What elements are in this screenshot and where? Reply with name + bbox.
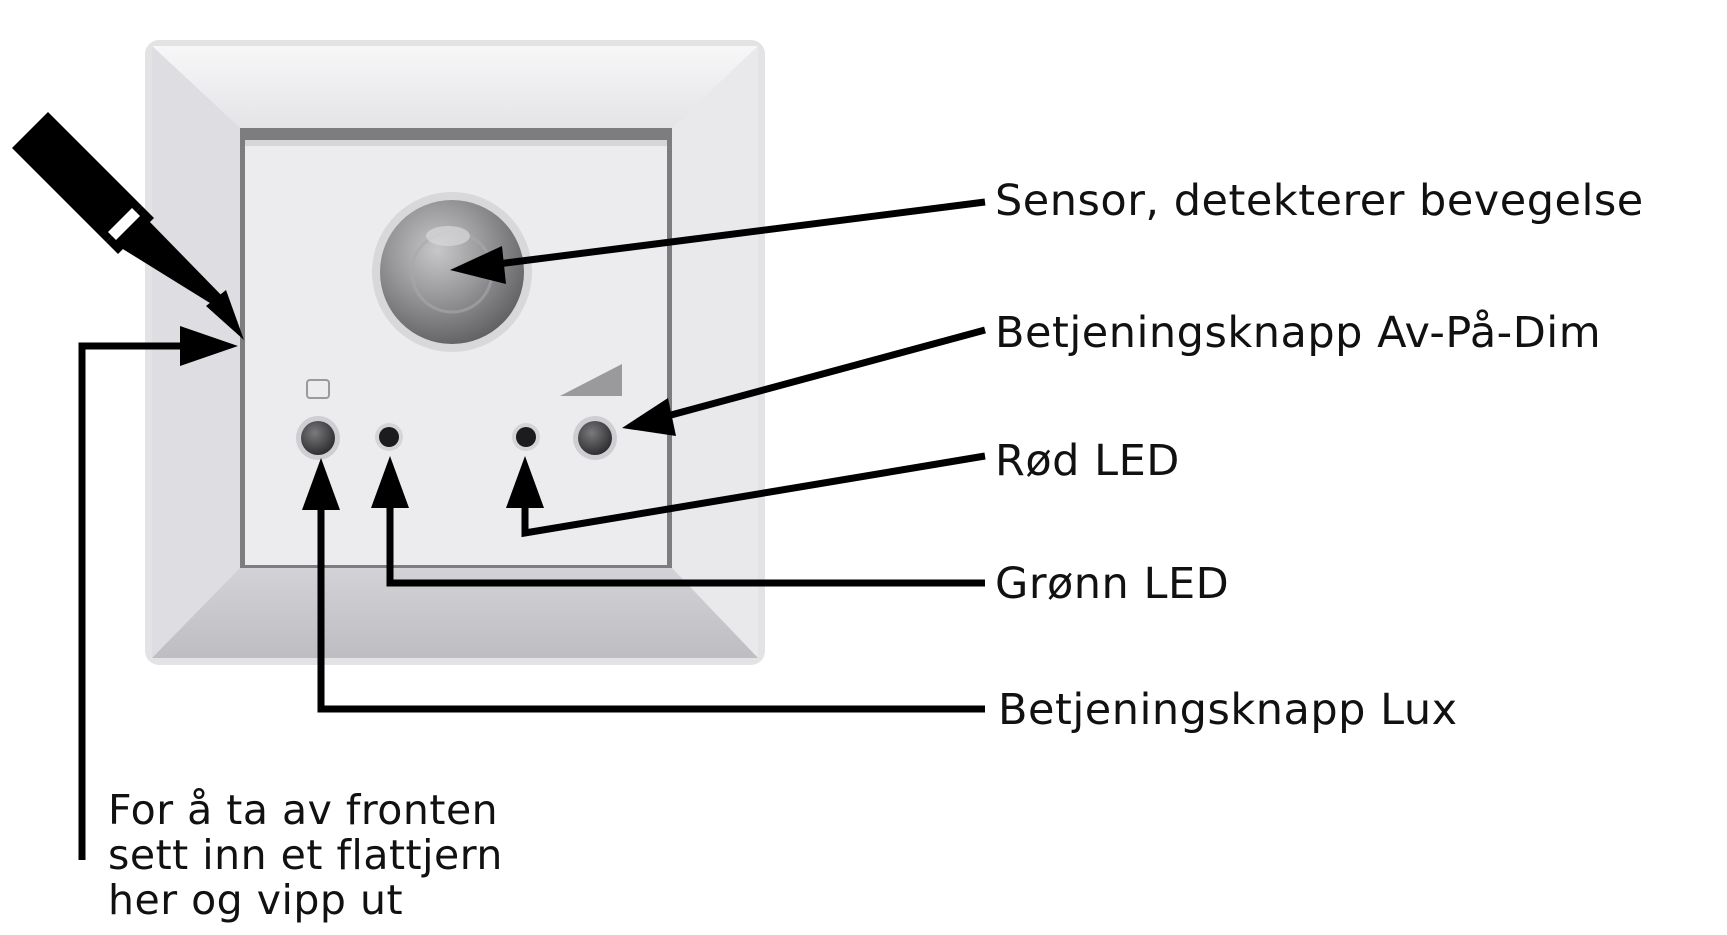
screwdriver-icon bbox=[12, 112, 244, 340]
note-line-1: For å ta av fronten bbox=[108, 786, 499, 834]
green-led bbox=[375, 423, 403, 451]
note-line-3: her og vipp ut bbox=[108, 876, 404, 924]
arrow-lux-button bbox=[302, 458, 985, 713]
arrow-green-led bbox=[371, 456, 985, 587]
removal-note: For å ta av fronten sett inn et flattjer… bbox=[108, 788, 503, 923]
lux-button bbox=[296, 416, 340, 460]
sensor-lens bbox=[372, 192, 532, 352]
label-on-off-dim-button: Betjeningsknapp Av-På-Dim bbox=[995, 308, 1602, 358]
red-led bbox=[512, 423, 540, 451]
lux-symbol bbox=[306, 379, 330, 399]
label-red-led: Rød LED bbox=[995, 436, 1180, 486]
arrow-sensor bbox=[450, 198, 986, 284]
arrow-red-led bbox=[506, 452, 986, 538]
arrow-screwdriver-slot bbox=[78, 326, 238, 860]
note-line-2: sett inn et flattjern bbox=[108, 831, 503, 879]
arrow-on-off-dim bbox=[622, 326, 986, 436]
label-lux-button: Betjeningsknapp Lux bbox=[998, 685, 1458, 735]
dim-ramp-symbol bbox=[560, 364, 622, 396]
on-off-dim-button bbox=[573, 416, 617, 460]
label-green-led: Grønn LED bbox=[995, 559, 1230, 609]
label-sensor: Sensor, detekterer bevegelse bbox=[995, 176, 1644, 226]
